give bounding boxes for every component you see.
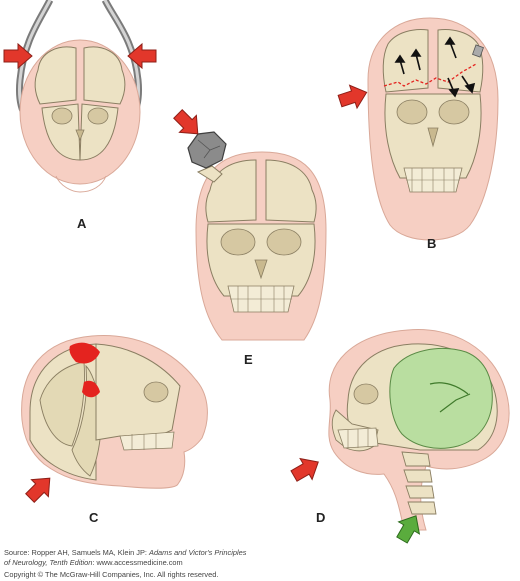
panel-b-illustration xyxy=(367,17,499,241)
source-citation-line2: of Neurology, Tenth Edition: www.accessm… xyxy=(4,558,183,567)
impact-arrow-d xyxy=(287,451,325,487)
panel-label-e: E xyxy=(244,352,253,367)
source-url: : www.accessmedicine.com xyxy=(92,558,183,567)
source-title: Adams and Victor's Principles xyxy=(149,548,247,557)
panel-label-d: D xyxy=(316,510,326,525)
source-citation-line1: Source: Ropper AH, Samuels MA, Klein JP:… xyxy=(4,548,246,557)
panel-label-b: B xyxy=(427,236,437,251)
copyright-notice: Copyright © The McGraw-Hill Companies, I… xyxy=(4,570,219,579)
source-title-cont: of Neurology, Tenth Edition xyxy=(4,558,93,567)
impact-arrow-b xyxy=(335,80,371,113)
impact-arrow-c xyxy=(21,469,59,507)
panel-label-c: C xyxy=(89,510,99,525)
panel-c-illustration xyxy=(21,334,208,489)
panel-label-a: A xyxy=(77,216,87,231)
panel-e-illustration xyxy=(187,131,327,341)
panel-d-illustration xyxy=(328,329,510,531)
source-prefix: Source: Ropper AH, Samuels MA, Klein JP: xyxy=(4,548,150,557)
panel-a-illustration xyxy=(16,0,142,193)
